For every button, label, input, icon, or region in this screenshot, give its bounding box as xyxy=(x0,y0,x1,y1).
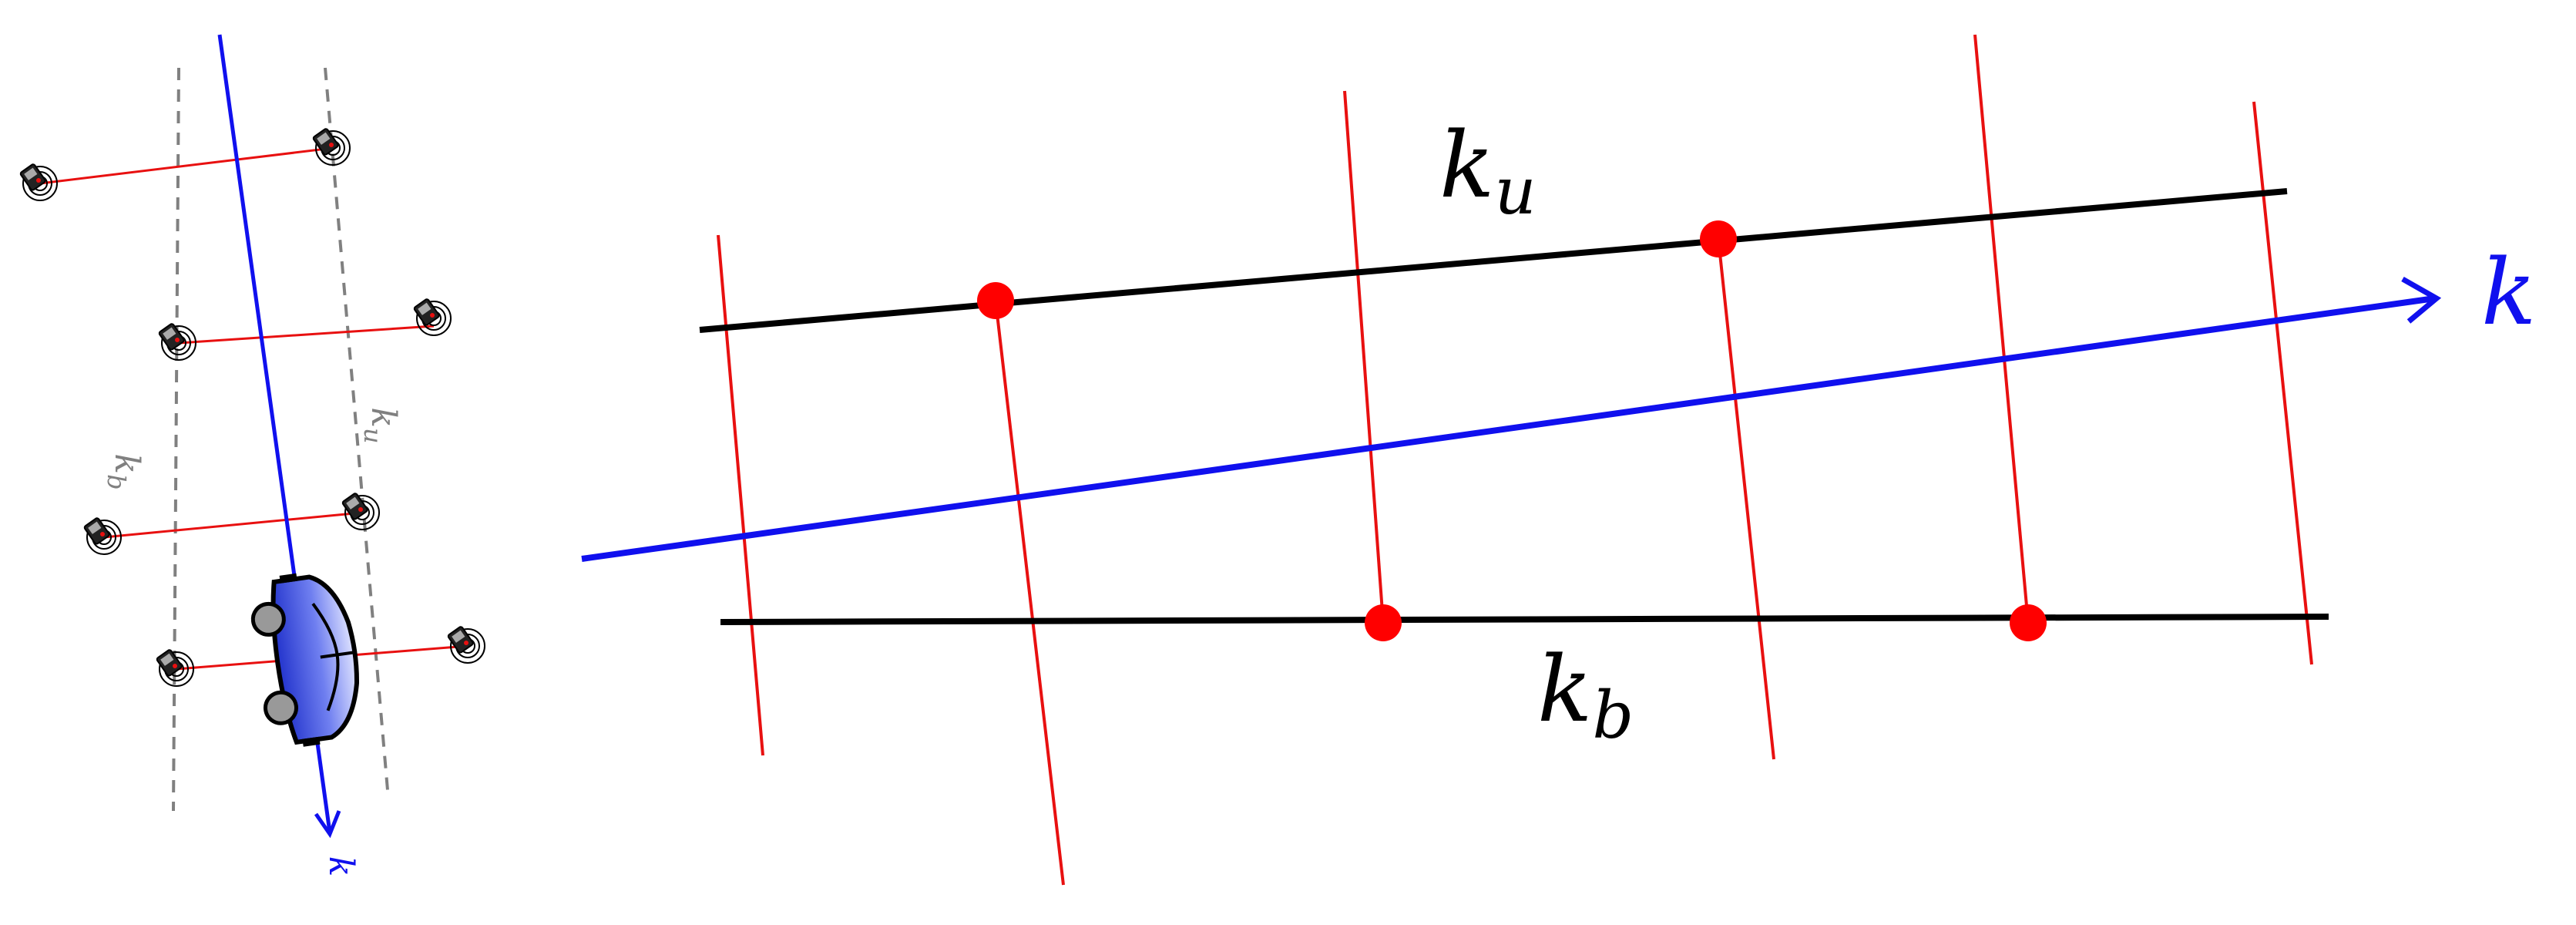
left-label-kb-sub: b xyxy=(102,474,131,489)
right-label-kb-sub: b xyxy=(1593,678,1634,753)
right-trajectory-arrow-head-icon xyxy=(2401,276,2442,324)
phone-beacon-icon xyxy=(82,516,122,555)
right-node-3 xyxy=(1365,604,1402,641)
left-cross-line-1 xyxy=(39,146,334,185)
car-icon xyxy=(250,573,359,747)
right-ku-line xyxy=(699,188,2288,333)
right-kb-line xyxy=(720,614,2329,625)
left-label-ku: ku xyxy=(358,407,403,443)
right-label-k: k xyxy=(2481,239,2537,345)
right-node-1 xyxy=(977,282,1014,319)
phone-beacon-icon xyxy=(157,322,196,361)
phone-beacon-icon xyxy=(155,648,194,687)
right-cross-line-1 xyxy=(717,234,764,756)
right-panel: ku kb k xyxy=(581,34,2537,886)
right-cross-line-5 xyxy=(1973,34,2030,624)
phone-beacon-icon xyxy=(341,492,380,530)
left-label-ku-sub: u xyxy=(358,428,388,444)
phone-beacon-icon xyxy=(18,163,59,201)
right-label-kb: kb xyxy=(1537,636,1634,753)
right-cross-line-4 xyxy=(1717,238,1775,760)
left-label-kb: kb xyxy=(102,453,146,489)
right-cross-line-3 xyxy=(1343,90,1385,624)
right-trajectory-line xyxy=(581,295,2436,562)
right-label-ku: ku xyxy=(1439,112,1537,229)
right-node-4 xyxy=(2010,604,2047,641)
phone-beacon-icon xyxy=(412,298,452,336)
right-node-2 xyxy=(1700,220,1737,257)
left-cross-line-3 xyxy=(103,511,363,539)
left-trajectory-arrow-head-icon xyxy=(314,810,341,839)
left-kb-boundary xyxy=(172,67,180,812)
phone-beacon-icon xyxy=(446,625,485,664)
right-cross-line-2 xyxy=(994,300,1065,886)
left-panel: kb ku k xyxy=(18,34,485,877)
phone-beacon-icon xyxy=(311,127,351,166)
right-cross-line-6 xyxy=(2252,101,2313,665)
left-label-k: k xyxy=(321,856,361,877)
right-label-ku-sub: u xyxy=(1495,153,1537,229)
left-cross-line-2 xyxy=(178,325,435,345)
